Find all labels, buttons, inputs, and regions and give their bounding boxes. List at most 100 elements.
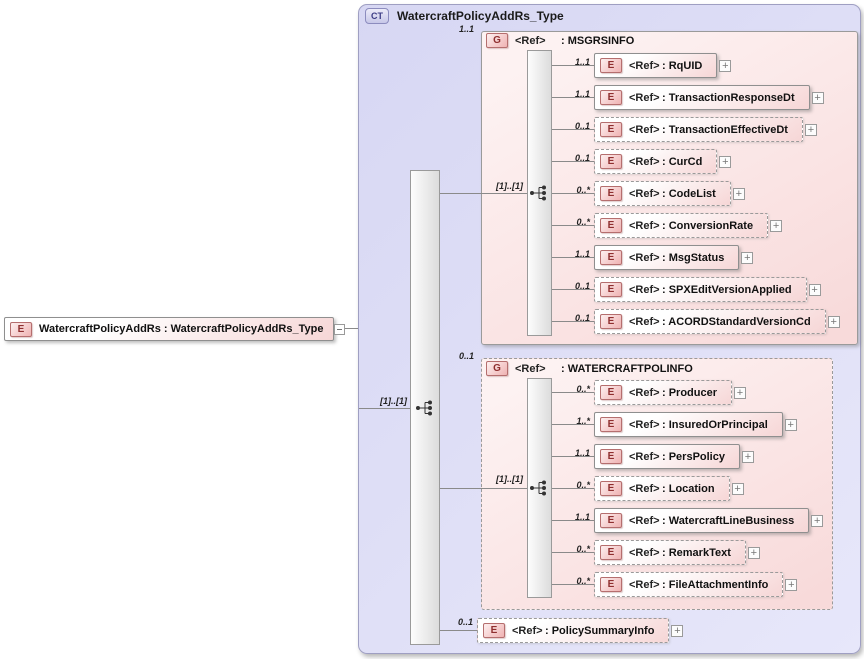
complextype-badge: CT bbox=[365, 8, 389, 24]
expand-icon[interactable]: + bbox=[671, 624, 684, 637]
element-ref: <Ref> bbox=[629, 514, 660, 527]
expand-icon[interactable]: + bbox=[732, 187, 745, 200]
connector-line bbox=[552, 225, 594, 226]
element-box[interactable]: E <Ref> : PersPolicy bbox=[594, 444, 740, 469]
connector-line bbox=[552, 97, 594, 98]
cardinality-label: 1..1 bbox=[574, 57, 590, 67]
connector-line bbox=[440, 630, 477, 631]
expand-icon[interactable]: + bbox=[811, 91, 824, 104]
group-name: : WATERCRAFTPOLINFO bbox=[561, 362, 693, 375]
element-ref: <Ref> bbox=[629, 450, 660, 463]
group-name: : MSGRSINFO bbox=[561, 34, 635, 47]
sequence-icon bbox=[416, 400, 432, 416]
element-codelist: E <Ref> : CodeList + bbox=[594, 181, 745, 206]
element-badge: E bbox=[600, 577, 622, 592]
expand-icon[interactable]: + bbox=[747, 546, 760, 559]
element-ref: <Ref> bbox=[629, 482, 660, 495]
element-ref: <Ref> bbox=[629, 59, 660, 72]
element-box[interactable]: E <Ref> : InsuredOrPrincipal bbox=[594, 412, 783, 437]
cardinality-label: 0..* bbox=[576, 576, 590, 586]
element-box[interactable]: E <Ref> : TransactionResponseDt bbox=[594, 85, 810, 110]
connector-line bbox=[552, 584, 594, 585]
group-badge: G bbox=[486, 361, 508, 376]
element-badge: E bbox=[600, 218, 622, 233]
element-name: : TransactionEffectiveDt bbox=[662, 123, 788, 136]
element-ref: <Ref> bbox=[629, 155, 660, 168]
sequence-cardinality: [1]..[1] bbox=[496, 474, 523, 484]
expand-icon[interactable]: + bbox=[741, 251, 754, 264]
element-ref: <Ref> bbox=[629, 546, 660, 559]
element-curcd: E <Ref> : CurCd + bbox=[594, 149, 732, 174]
element-conversionrate: E <Ref> : ConversionRate + bbox=[594, 213, 783, 238]
element-badge: E bbox=[600, 154, 622, 169]
cardinality-label: 0..1 bbox=[574, 281, 590, 291]
element-location: E <Ref> : Location + bbox=[594, 476, 744, 501]
group-header: G <Ref> : MSGRSINFO bbox=[486, 33, 634, 48]
element-badge: E bbox=[600, 282, 622, 297]
connector-line bbox=[552, 520, 594, 521]
element-box[interactable]: E <Ref> : TransactionEffectiveDt bbox=[594, 117, 803, 142]
element-ref: <Ref> bbox=[629, 251, 660, 264]
element-ref: <Ref> bbox=[629, 386, 660, 399]
expand-icon[interactable]: + bbox=[741, 450, 754, 463]
cardinality-label: 0..* bbox=[576, 185, 590, 195]
element-box[interactable]: E <Ref> : Location bbox=[594, 476, 730, 501]
cardinality-label: 0..1 bbox=[457, 617, 473, 627]
element-box[interactable]: E <Ref> : ACORDStandardVersionCd bbox=[594, 309, 826, 334]
expand-icon[interactable]: + bbox=[734, 386, 747, 399]
root-element-box[interactable]: E WatercraftPolicyAddRs : WatercraftPoli… bbox=[4, 317, 335, 341]
element-ref: <Ref> bbox=[629, 187, 660, 200]
expand-icon[interactable]: + bbox=[731, 482, 744, 495]
expand-icon[interactable]: + bbox=[719, 59, 732, 72]
connector-line bbox=[552, 552, 594, 553]
element-badge: E bbox=[600, 545, 622, 560]
group-cardinality: 0..1 bbox=[458, 351, 474, 361]
element-name: : CurCd bbox=[662, 155, 703, 168]
connector-line bbox=[552, 289, 594, 290]
element-box[interactable]: E <Ref> : RemarkText bbox=[594, 540, 746, 565]
expand-icon[interactable]: + bbox=[827, 315, 840, 328]
expand-icon[interactable]: + bbox=[719, 155, 732, 168]
sequence-icon bbox=[530, 480, 546, 496]
element-badge: E bbox=[600, 58, 622, 73]
element-badge: E bbox=[600, 314, 622, 329]
element-box[interactable]: E <Ref> : WatercraftLineBusiness bbox=[594, 508, 810, 533]
element-box[interactable]: E <Ref> : Producer bbox=[594, 380, 733, 405]
element-rquid: E <Ref> : RqUID + bbox=[594, 53, 732, 78]
element-box[interactable]: E <Ref> : ConversionRate bbox=[594, 213, 769, 238]
collapse-icon[interactable] bbox=[334, 323, 346, 335]
element-box[interactable]: E <Ref> : SPXEditVersionApplied bbox=[594, 277, 807, 302]
element-ref: <Ref> bbox=[629, 418, 660, 431]
element-ref: <Ref> bbox=[629, 315, 660, 328]
cardinality-label: 1..1 bbox=[574, 89, 590, 99]
cardinality-label: 0..* bbox=[576, 217, 590, 227]
element-name: : SPXEditVersionApplied bbox=[662, 283, 792, 296]
element-name: : TransactionResponseDt bbox=[662, 91, 795, 104]
expand-icon[interactable]: + bbox=[811, 514, 824, 527]
element-name: : WatercraftLineBusiness bbox=[662, 514, 795, 527]
expand-icon[interactable]: + bbox=[804, 123, 817, 136]
element-badge: E bbox=[10, 321, 32, 337]
expand-icon[interactable]: + bbox=[784, 418, 797, 431]
element-box[interactable]: E <Ref> : CurCd bbox=[594, 149, 718, 174]
expand-icon[interactable]: + bbox=[770, 219, 783, 232]
expand-icon[interactable]: + bbox=[808, 283, 821, 296]
cardinality-label: 1..* bbox=[576, 416, 590, 426]
cardinality-label: 1..1 bbox=[574, 249, 590, 259]
element-box[interactable]: E <Ref> : FileAttachmentInfo bbox=[594, 572, 784, 597]
cardinality-label: 0..* bbox=[576, 544, 590, 554]
connector-line bbox=[552, 257, 594, 258]
element-msgstatus: E <Ref> : MsgStatus + bbox=[594, 245, 754, 270]
element-box[interactable]: E <Ref> : RqUID bbox=[594, 53, 718, 78]
element-transactionresponsedt: E <Ref> : TransactionResponseDt + bbox=[594, 85, 824, 110]
element-ref: <Ref> bbox=[629, 578, 660, 591]
element-ref: <Ref> bbox=[512, 624, 543, 637]
element-box[interactable]: E <Ref> : PolicySummaryInfo bbox=[477, 618, 670, 643]
element-box[interactable]: E <Ref> : CodeList bbox=[594, 181, 731, 206]
connector-line bbox=[552, 456, 594, 457]
element-box[interactable]: E <Ref> : MsgStatus bbox=[594, 245, 740, 270]
element-ref: <Ref> bbox=[629, 91, 660, 104]
element-badge: E bbox=[600, 513, 622, 528]
element-badge: E bbox=[600, 449, 622, 464]
expand-icon[interactable]: + bbox=[785, 578, 798, 591]
